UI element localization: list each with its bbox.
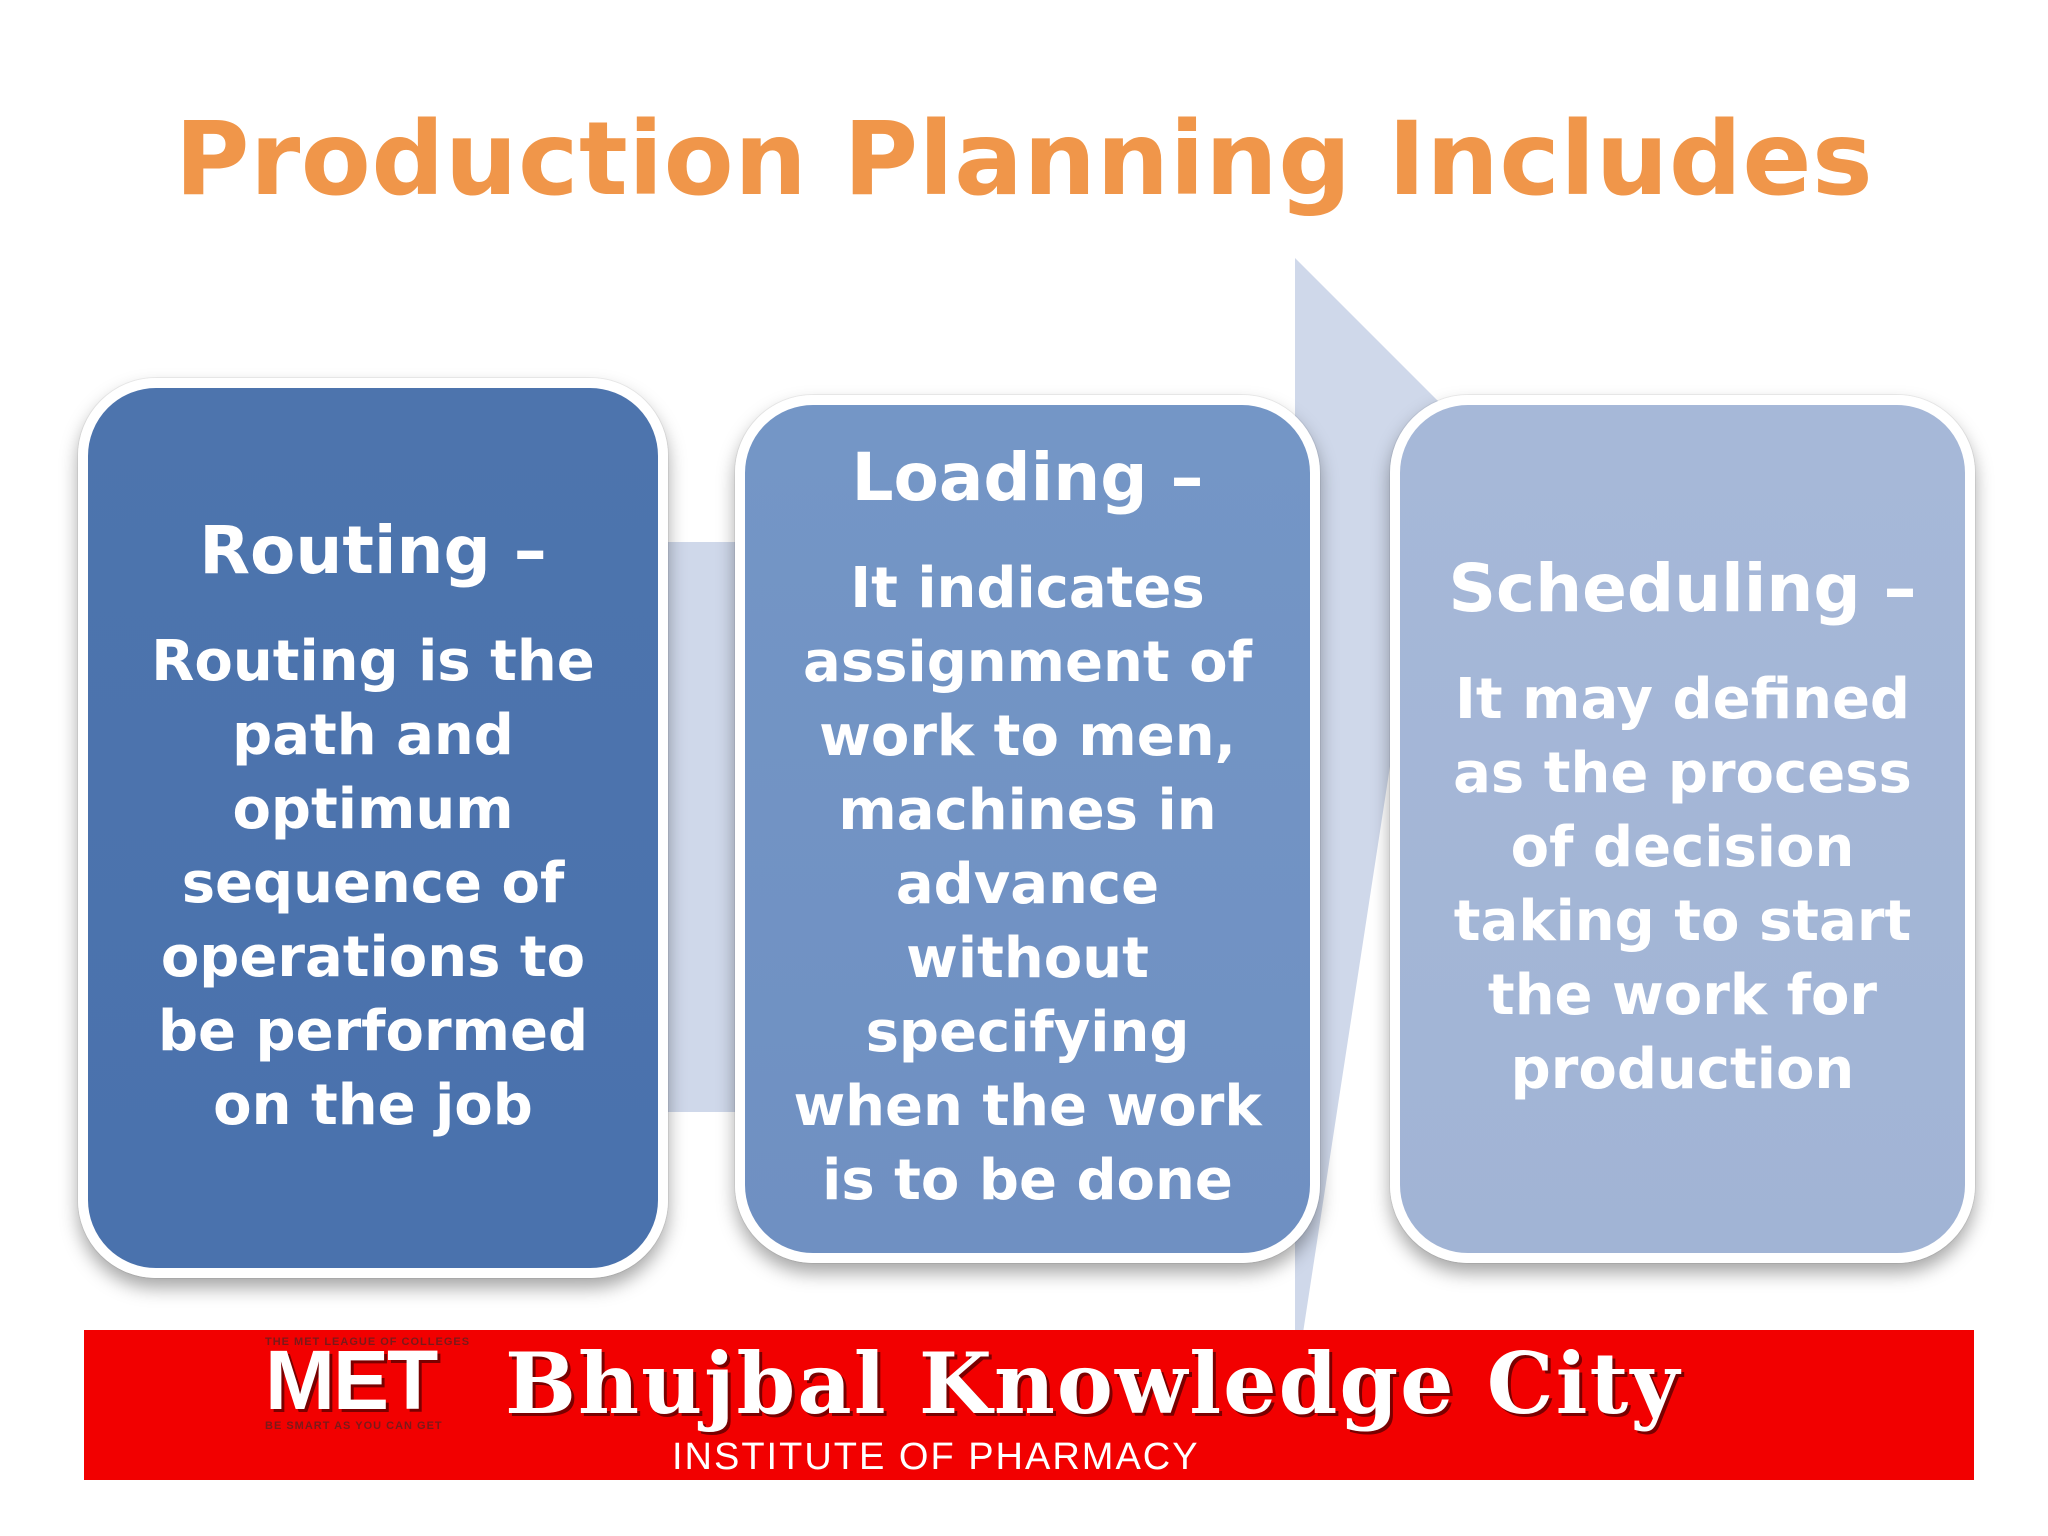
step-heading-scheduling: Scheduling –: [1448, 550, 1917, 628]
institution-name: Bhujbal Knowledge City: [505, 1334, 1682, 1433]
step-heading-routing: Routing –: [199, 512, 547, 590]
slide-title: Production Planning Includes: [174, 100, 1874, 219]
step-card-routing: Routing – Routing is the path and optimu…: [78, 378, 668, 1278]
step-card-loading: Loading – It indicates assignment of wor…: [735, 395, 1320, 1263]
step-heading-loading: Loading –: [851, 439, 1204, 517]
footer-banner: [84, 1330, 1974, 1480]
logo-tagline-bottom: BE SMART AS YOU CAN GET: [265, 1420, 443, 1432]
step-body-loading: It indicates assignment of work to men, …: [793, 556, 1262, 1213]
institution-subtitle: INSTITUTE OF PHARMACY: [672, 1436, 1200, 1478]
step-card-scheduling: Scheduling – It may defined as the proce…: [1390, 395, 1975, 1263]
met-logo: MET: [265, 1333, 438, 1427]
step-body-routing: Routing is the path and optimum sequence…: [151, 629, 595, 1138]
logo-tagline-top: THE MET LEAGUE OF COLLEGES: [265, 1336, 471, 1348]
step-body-scheduling: It may defined as the process of decisio…: [1453, 667, 1912, 1102]
